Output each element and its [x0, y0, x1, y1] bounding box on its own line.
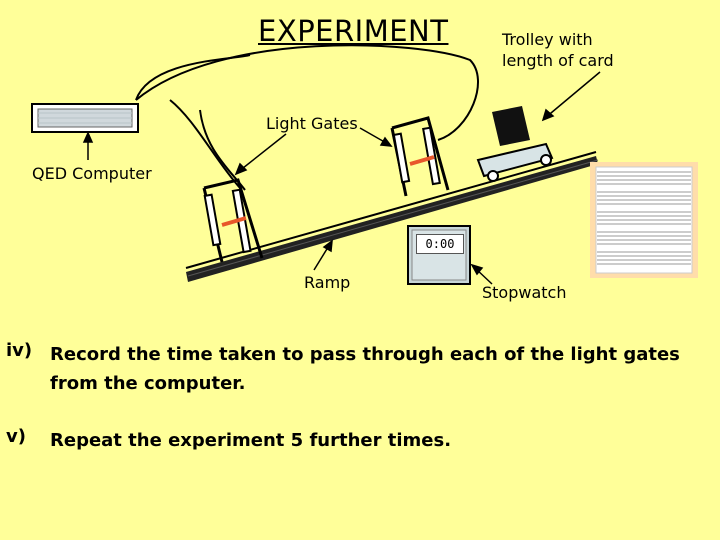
ramp: [185, 151, 599, 282]
ramp-label: Ramp: [304, 273, 351, 292]
trolley-label-line2: length of card: [502, 51, 614, 70]
computer-label: QED Computer: [32, 164, 152, 183]
step-text-line1: Repeat the experiment 5 further times.: [50, 430, 452, 451]
results-screen: [590, 162, 698, 278]
light-gate-left: [202, 178, 264, 263]
light-gates-label: Light Gates: [266, 114, 358, 133]
trolley-label-line1: Trolley with: [502, 30, 593, 49]
step-text-line2: from the computer.: [50, 373, 246, 394]
cable-to-left-gate: [135, 54, 251, 191]
cable-left: [169, 99, 241, 189]
stopwatch-display: 0:00: [416, 234, 464, 254]
cable-main: [135, 44, 480, 141]
stopwatch-label: Stopwatch: [482, 283, 567, 302]
label-arrows: [82, 71, 601, 285]
light-gate-right: [390, 116, 450, 197]
qed-computer: [31, 103, 139, 133]
trolley: [476, 106, 554, 182]
page-title: EXPERIMENT: [258, 14, 449, 48]
step-number: iv): [6, 340, 33, 361]
step-number: v): [6, 426, 26, 447]
step-text-line1: Record the time taken to pass through ea…: [50, 344, 680, 365]
